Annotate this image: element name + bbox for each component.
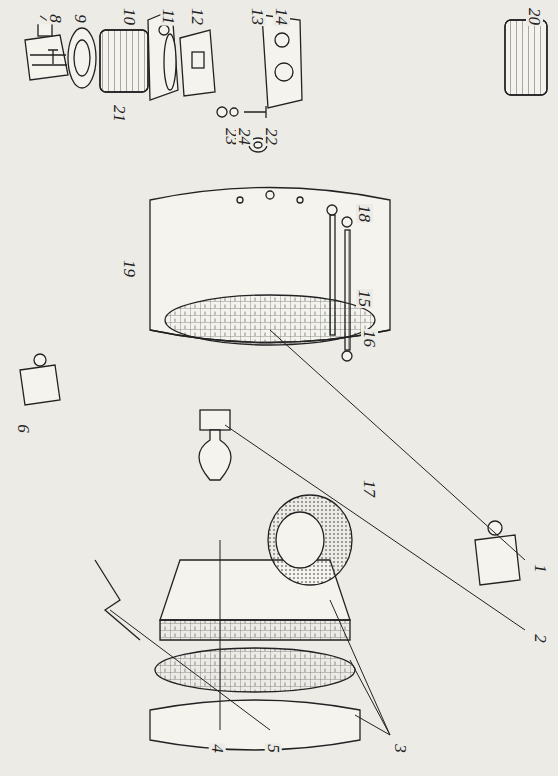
callout-number: 1 [532, 563, 549, 574]
callout-number: 14 [273, 7, 290, 26]
callout-number: 15 [356, 289, 373, 308]
callout-number: 21 [111, 104, 128, 123]
callout-number: 4 [209, 743, 226, 754]
callout-number: 16 [361, 329, 378, 348]
callout-number: 19 [121, 259, 138, 278]
callout-number: 17 [361, 479, 378, 498]
callout-number: 13 [249, 7, 266, 26]
callout-number: 20 [526, 7, 543, 26]
callout-number: 12 [189, 7, 206, 26]
callout-number: 5 [265, 743, 282, 754]
callout-number: 22 [263, 127, 280, 146]
callout-number: 24 [236, 127, 253, 146]
callout-number: 11 [160, 8, 177, 26]
callout-number: 6 [15, 423, 32, 434]
callout-number: 9 [72, 13, 89, 24]
callout-number: 10 [121, 7, 138, 26]
callout-number: 18 [356, 204, 373, 223]
callout-number: 3 [392, 743, 409, 754]
callout-number: 8 [47, 13, 64, 24]
callout-number: 2 [532, 633, 549, 644]
